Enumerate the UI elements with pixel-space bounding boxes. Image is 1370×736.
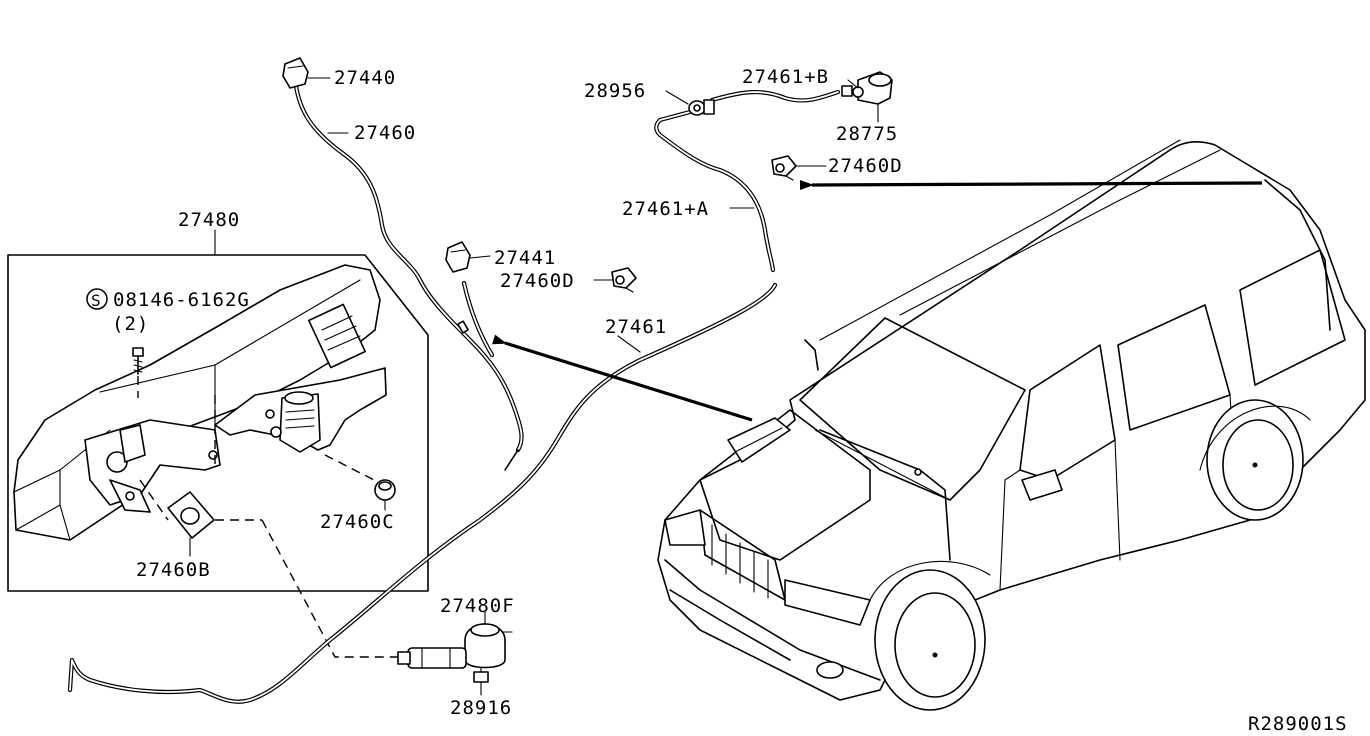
clip-27460d-center-part	[611, 267, 637, 293]
label-27461a: 27461+A	[622, 198, 709, 220]
label-27460b: 27460B	[136, 559, 211, 581]
washer-tank	[13, 264, 396, 557]
bolt-symbol-icon: S	[86, 288, 108, 310]
label-28916: 28916	[450, 697, 512, 719]
label-27480: 27480	[178, 209, 240, 231]
label-27461: 27461	[605, 316, 667, 338]
rear-hose-27461b	[709, 89, 841, 103]
nozzle-27441-part	[445, 241, 471, 273]
filter-27480f-part	[464, 611, 513, 669]
label-27460c: 27460C	[320, 511, 395, 533]
clip-27460d-rear-part	[771, 155, 797, 181]
label-27441: 27441	[494, 247, 556, 269]
label-27480f: 27480F	[440, 595, 515, 617]
rear-nozzle-28775-part	[841, 71, 893, 105]
arrow-to-front-hose	[492, 334, 753, 422]
label-bolt-qty: (2)	[112, 313, 149, 335]
tank-group-box	[7, 229, 429, 592]
leader-lines	[307, 77, 879, 696]
connector-28956-part	[688, 99, 715, 116]
vehicle-illustration	[657, 139, 1366, 711]
label-27460d-center: 27460D	[500, 270, 575, 292]
bolt-part	[132, 347, 144, 398]
nozzle-27440-part	[282, 57, 309, 89]
washer-pump	[265, 391, 321, 453]
rear-hose-27461	[67, 282, 778, 704]
label-27461b: 27461+B	[742, 66, 829, 88]
label-27460d-rear: 27460D	[828, 155, 903, 177]
arrow-to-rear-nozzle	[799, 180, 1263, 191]
label-27460: 27460	[354, 122, 416, 144]
label-27440: 27440	[334, 67, 396, 89]
grommet-b-part	[139, 479, 262, 557]
label-bolt: 08146-6162G	[113, 289, 250, 311]
front-hose-27460	[293, 83, 524, 471]
label-28956: 28956	[584, 80, 646, 102]
check-valve-28916-part	[397, 647, 489, 691]
label-28775: 28775	[836, 123, 898, 145]
grommet-c-part	[324, 454, 396, 511]
svg-text:S: S	[91, 291, 102, 310]
reference-code: R289001S	[1248, 713, 1348, 735]
rear-hose-27461a	[654, 109, 776, 273]
